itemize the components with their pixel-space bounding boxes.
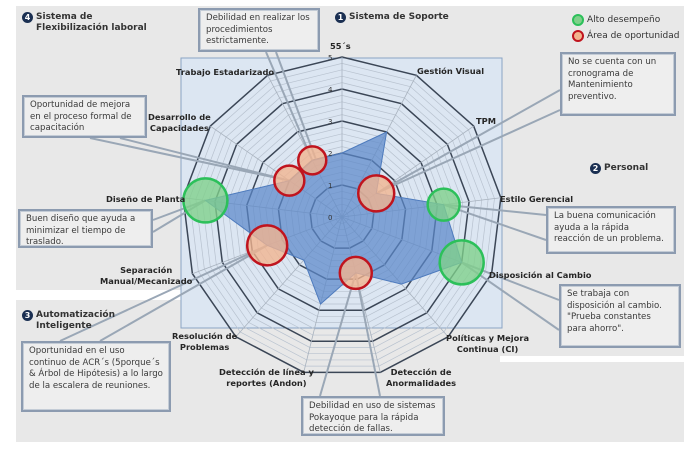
legend-label: Alto desempeño [587,15,661,25]
section-number: 4 [22,12,33,23]
callout-procedimientos: Debilidad en realizar los procedimientos… [198,8,320,52]
high-performance-marker [438,239,485,286]
leader-line [99,244,268,342]
grid-ring-minor [195,69,489,361]
grid-ring-minor [252,127,432,305]
axis-label-tpm: TPM [476,116,496,126]
opportunity-marker [273,164,306,197]
high-performance-marker [182,177,229,224]
grid-ring-major [182,56,502,374]
axis-label-55s: 55´s [330,41,351,51]
callout-cambio: Se trabaja con disposición al cambio. "P… [559,284,681,348]
leader-line [89,137,290,182]
callout-diseno: Buen diseño que ayuda a minimizar el tie… [18,209,153,248]
opportunity-marker [245,224,289,267]
leader-line [59,244,268,342]
grid-ring-major [245,120,439,311]
legend-item-high: Alto desempeño [572,12,680,28]
axis-label-diseno-planta: Diseño de Planta [106,194,186,204]
divider [16,290,186,300]
tick-label: 0 [328,214,332,222]
tick-label: 4 [328,86,333,94]
red-circle-icon [572,30,584,42]
section-title-text: Automatización Inteligente [36,310,116,331]
axis-label-disposicion: Disposición al Cambio [489,270,592,280]
leader-line [375,109,561,195]
opportunity-marker [297,145,328,176]
tick-label: 3 [328,118,332,126]
callout-capacitacion: Oportunidad de mejora en el proceso form… [22,95,147,138]
tick-label: 2 [328,150,332,158]
grid-ring-minor [208,82,476,348]
leader-line [443,203,547,241]
section-number: 2 [590,163,601,174]
leader-line [375,89,561,195]
legend-label: Área de oportunidad [587,31,680,41]
section-number: 1 [335,12,346,23]
grid-ring-minor [201,75,483,355]
section-number: 3 [22,310,33,321]
divider [500,356,684,362]
tick-label: 5 [328,54,332,62]
radar-ticks: 0 1 2 3 4 5 [328,54,333,222]
axis-label-trabajo: Trabajo Estadarizado [176,67,275,77]
leader-line [275,51,318,161]
section-title-text: Sistema de Flexibilización laboral [36,12,147,33]
opportunity-marker [356,174,396,213]
section-title-text: Sistema de Soporte [349,12,449,22]
callout-pokayoque: Debilidad en uso de sistemas Pokayoque p… [301,396,445,436]
callout-mantenimiento: No se cuenta con un cronograma de Manten… [560,52,676,116]
grid-ring-minor [239,114,445,317]
grid-ring-minor [189,63,495,367]
callout-comunicacion: La buena comunicación ayuda a la rápida … [546,206,676,254]
section-title-text: Personal [604,163,649,173]
callout-acr: Oportunidad en el uso continuo de ACR´s … [21,341,171,412]
leader-line [265,51,314,161]
legend: Alto desempeño Área de oportunidad [572,12,680,44]
grid-ring-minor [227,101,457,330]
leader-line [354,272,381,397]
leader-line [319,272,357,397]
grid-ring-minor [220,95,464,336]
legend-item-opportunity: Área de oportunidad [572,28,680,44]
green-circle-icon [572,14,584,26]
grid-ring-major [214,88,470,343]
tick-label: 1 [328,182,332,190]
high-performance-marker [426,187,461,222]
axis-label-gestion-visual: Gestión Visual [417,66,485,76]
leader-line [119,137,290,182]
axis-label-estilo-gerencial: Estilo Gerencial [500,194,574,204]
opportunity-marker [338,255,374,291]
radar-markers [182,145,485,291]
